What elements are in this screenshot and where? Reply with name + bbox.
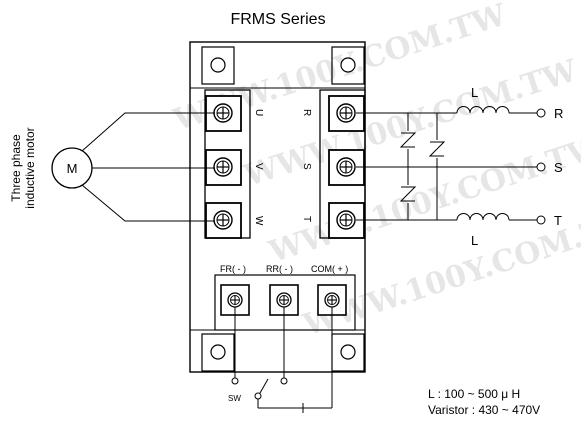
- mounting-hole: [210, 344, 226, 360]
- varistor-st: [399, 167, 417, 220]
- input-terminal-t: [536, 215, 546, 225]
- input-label-s: S: [554, 160, 563, 175]
- motor-letter: M: [67, 161, 78, 176]
- terminal-r-screw: [336, 103, 356, 123]
- terminal-s-screw: [336, 157, 356, 177]
- motor-caption-line2: inductive motor: [23, 127, 37, 208]
- switch-label: SW: [228, 394, 241, 403]
- mounting-hole: [210, 57, 226, 73]
- input-label-t: T: [554, 213, 562, 228]
- inductor-r: [456, 106, 510, 114]
- terminal-label-t: T: [301, 216, 312, 222]
- varistor-rt: [428, 113, 446, 220]
- input-label-r: R: [554, 106, 563, 121]
- motor-wiring: [81, 112, 215, 222]
- terminal-rr-screw: [276, 292, 292, 308]
- control-label-fr: FR( - ): [220, 264, 246, 274]
- inductor-label-bottom: L: [471, 233, 478, 248]
- inductor-label-top: L: [471, 85, 478, 100]
- input-terminal-r: [536, 108, 546, 118]
- terminal-t-screw: [336, 210, 356, 230]
- mounting-hole: [340, 344, 356, 360]
- terminal-label-s: S: [301, 163, 312, 170]
- terminal-fr-screw: [227, 292, 243, 308]
- control-terminal-block: FR( - ) RR( - ) COM( + ): [220, 264, 348, 316]
- control-label-rr: RR( - ): [266, 264, 293, 274]
- switch-wiring: SW: [228, 307, 333, 413]
- input-terminal-s: [536, 162, 546, 172]
- terminal-u-screw: [213, 103, 233, 123]
- switch-blade: [259, 378, 269, 394]
- motor-caption-line1: Three phase: [9, 134, 23, 202]
- motor: M Three phase inductive motor: [9, 127, 93, 209]
- terminal-label-u: U: [253, 109, 264, 116]
- diagram-title: FRMS Series: [230, 11, 325, 28]
- terminal-label-w: W: [253, 216, 264, 226]
- input-terminal-block: R S T: [301, 89, 366, 239]
- terminal-label-v: V: [253, 163, 264, 170]
- terminal-com-screw: [324, 292, 340, 308]
- switch-pivot: [254, 392, 262, 400]
- terminal-v-screw: [213, 157, 233, 177]
- spec-inductance: L : 100 ~ 500 μ H: [428, 387, 520, 401]
- control-label-com: COM( + ): [311, 264, 348, 274]
- mounting-hole: [340, 57, 356, 73]
- inductor-t: [456, 213, 510, 221]
- input-wiring: R L S T L: [356, 85, 563, 248]
- varistor-rs: [399, 113, 417, 167]
- terminal-w-screw: [213, 210, 233, 230]
- spec-varistor: Varistor : 430 ~ 470V: [428, 403, 540, 417]
- terminal-label-r: R: [301, 109, 312, 116]
- output-terminal-block: U V W: [204, 89, 264, 239]
